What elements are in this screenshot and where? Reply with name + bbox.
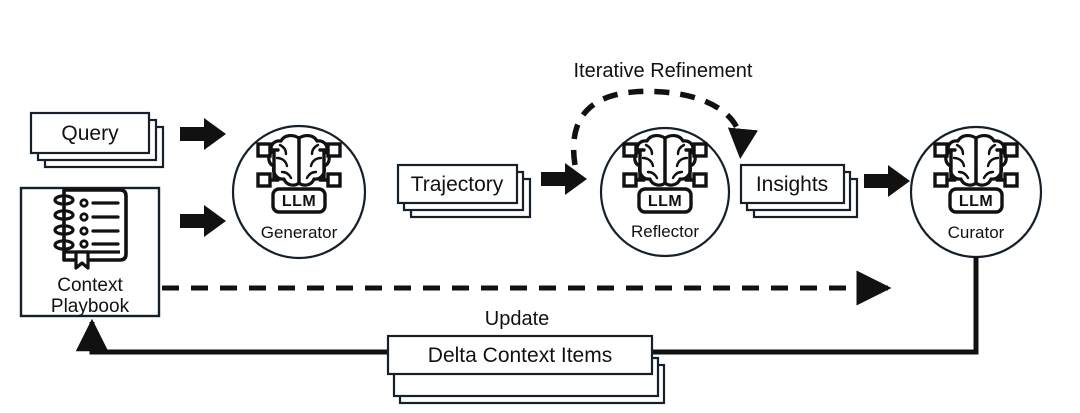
agent-generator[interactable]: LLM Generator [231,124,367,260]
playbook-label-line1: Context [57,275,123,296]
query-card-stack[interactable]: Query [29,111,165,169]
context-playbook-box[interactable]: Context Playbook [19,186,161,318]
iterative-refinement-label: Iterative Refinement [574,60,753,82]
trajectory-card-label: Trajectory [411,173,504,196]
delta-context-items-card-stack[interactable]: Delta Context Items [386,334,666,405]
generator-role-label: Generator [261,223,338,242]
arrow-insights-to-curator [864,165,910,197]
reflector-role-label: Reflector [631,222,699,241]
agent-reflector[interactable]: LLM Reflector [599,126,731,258]
arrow-query-to-generator [180,118,226,150]
reflector-circle [599,126,731,258]
playbook-label-line2: Playbook [51,296,130,317]
query-card-label: Query [61,122,119,145]
trajectory-card-layer-1 [396,163,519,205]
insights-card-stack[interactable]: Insights [739,163,859,219]
insights-card-layer-1 [739,163,846,205]
curator-llm-badge-label: LLM [959,193,993,210]
delta-card-layer-1 [386,334,654,376]
reflector-llm-badge-label: LLM [648,193,682,210]
delta-context-items-label: Delta Context Items [428,344,612,367]
insights-card-label: Insights [756,173,828,196]
generator-llm-badge-label: LLM [282,193,316,210]
agent-curator[interactable]: LLM Curator [909,125,1043,259]
generator-circle [231,124,367,260]
arrow-playbook-to-generator [180,205,226,237]
trajectory-card-stack[interactable]: Trajectory [396,163,532,219]
update-label: Update [485,308,550,330]
arrow-trajectory-to-reflector [541,163,587,195]
query-card-layer-1 [29,111,151,155]
curator-role-label: Curator [948,223,1005,242]
iterative-refinement-loop [570,88,759,166]
